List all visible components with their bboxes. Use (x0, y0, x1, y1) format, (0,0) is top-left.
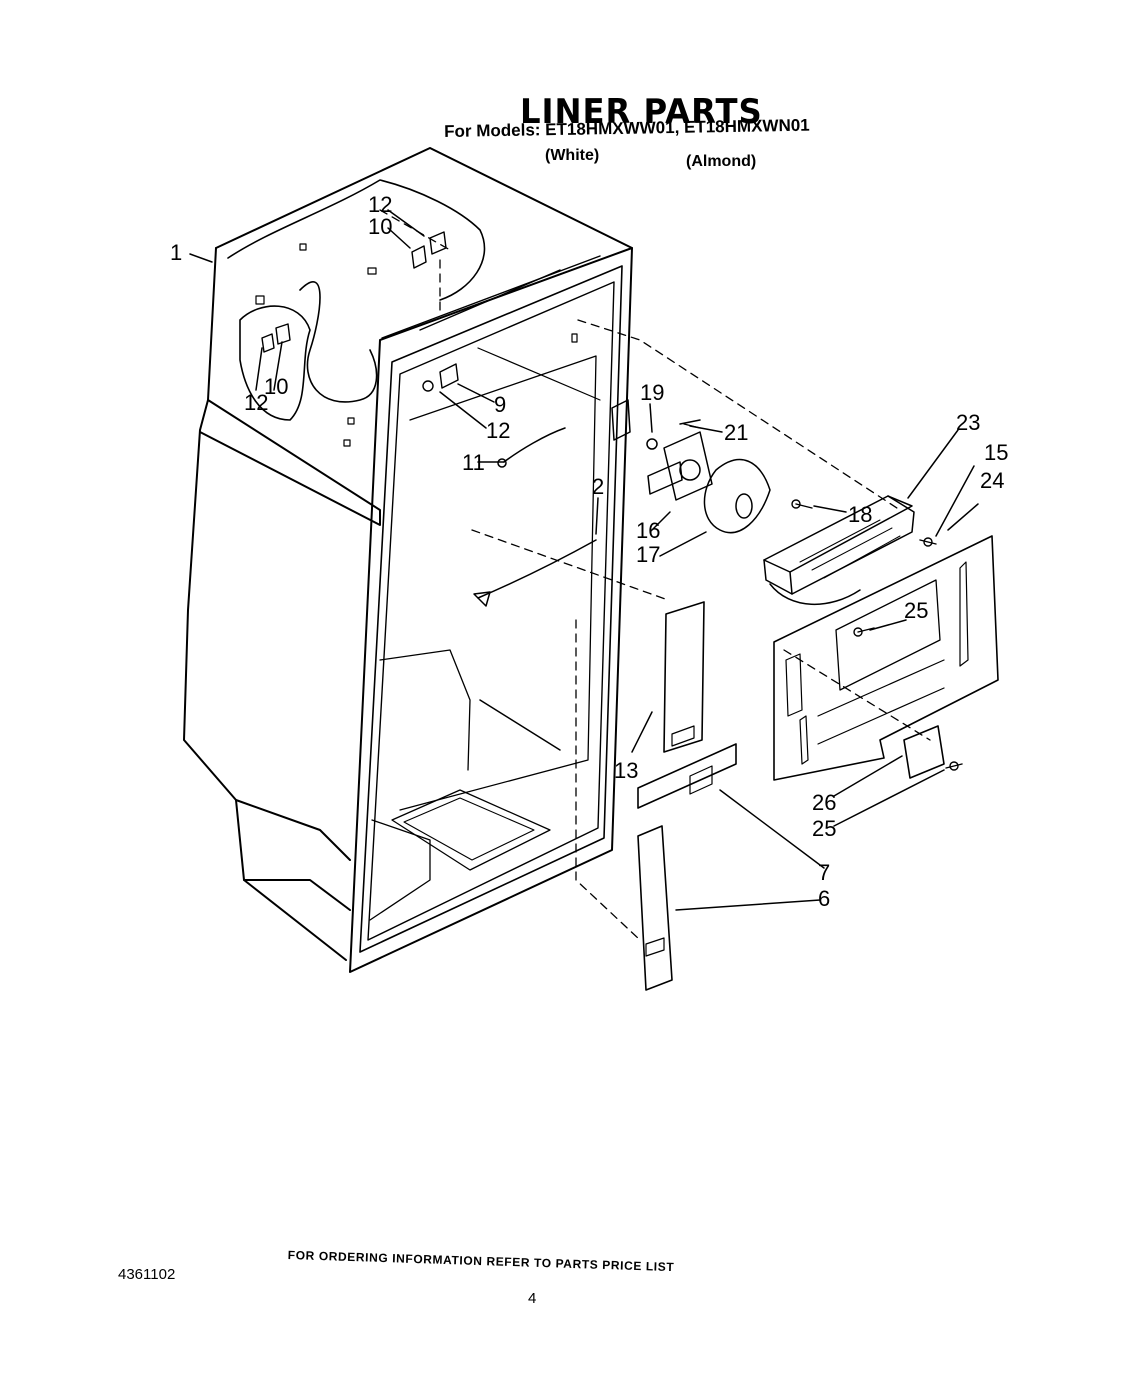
callout-label: 12 (486, 418, 510, 443)
callout-label: 1 (170, 240, 182, 265)
callout-label: 25 (812, 816, 836, 841)
callout-label: 18 (848, 502, 872, 527)
callout-label: 24 (980, 468, 1004, 493)
screws (683, 423, 963, 771)
callout-label: 11 (462, 450, 485, 475)
callout-labels: 1 12 10 12 10 9 12 11 2 19 21 16 17 18 2… (170, 192, 1008, 911)
page-title: LINER PARTS (520, 92, 763, 132)
callout-label: 12 (244, 390, 268, 415)
callout-label: 23 (956, 410, 980, 435)
air-ducts (637, 601, 737, 991)
callout-label: 10 (368, 214, 392, 239)
callout-label: 2 (592, 474, 604, 499)
page-number: 4 (528, 1290, 537, 1307)
callout-label: 25 (904, 598, 928, 623)
liner-cabinet (183, 147, 633, 973)
grille (763, 495, 915, 606)
callout-label: 12 (368, 192, 392, 217)
callout-label: 21 (724, 420, 748, 445)
callout-label: 16 (636, 518, 660, 543)
callout-label: 15 (984, 440, 1008, 465)
callout-label: 26 (812, 790, 836, 815)
callout-label: 17 (636, 542, 660, 567)
document-number: 4361102 (118, 1266, 176, 1283)
assembly-lines (379, 147, 931, 941)
color-white-label: (White) (545, 147, 600, 164)
wire-harnesses (473, 427, 597, 751)
callout-label: 10 (264, 374, 288, 399)
callout-label: 13 (614, 758, 638, 783)
color-almond-label: (Almond) (686, 153, 757, 170)
callout-label: 6 (818, 886, 830, 911)
fan-motor-assembly (611, 399, 771, 534)
callout-label: 9 (494, 392, 506, 417)
evaporator-cover (773, 535, 999, 781)
leader-lines (189, 209, 979, 911)
callout-label: 7 (818, 860, 830, 885)
callout-label: 19 (640, 380, 664, 405)
